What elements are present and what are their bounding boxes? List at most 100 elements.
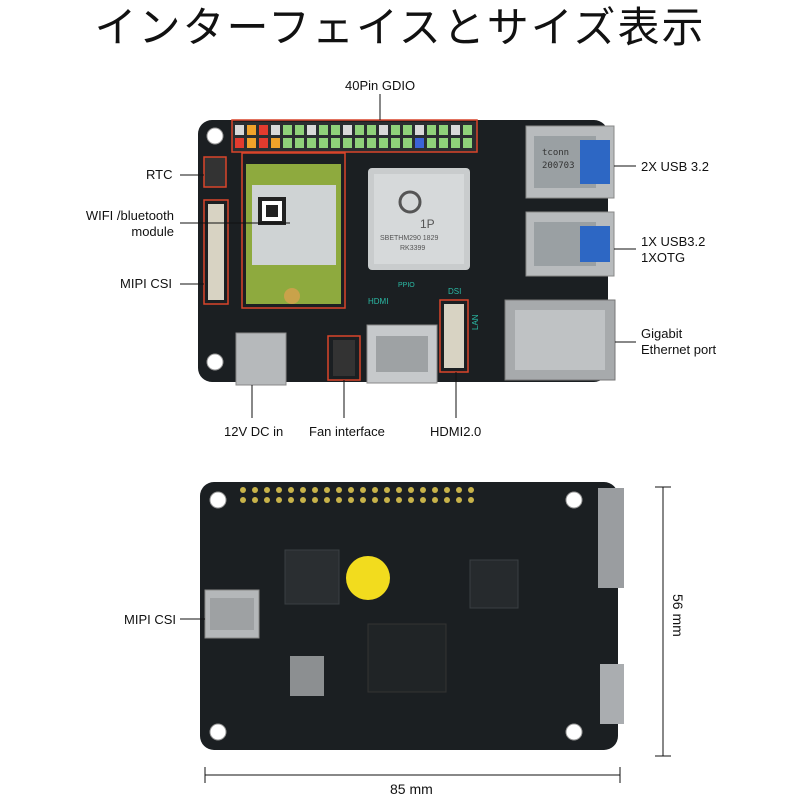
gpio-pin (379, 125, 388, 135)
solder-pad (444, 487, 450, 493)
gpio-pin (391, 125, 400, 135)
gpio-pin (307, 125, 316, 135)
gpio-pin (343, 138, 352, 148)
solder-pad (468, 497, 474, 503)
solder-pad (288, 497, 294, 503)
rtc-connector (203, 156, 227, 188)
solder-pad (348, 487, 354, 493)
solder-pad (336, 497, 342, 503)
solder-pad (276, 487, 282, 493)
label-rtc: RTC (146, 167, 173, 182)
gpio-pin (319, 138, 328, 148)
solder-pad (240, 487, 246, 493)
label-fan: Fan interface (309, 424, 385, 439)
svg-text:RK3399: RK3399 (400, 245, 425, 252)
label-usb32: 2X USB 3.2 (641, 159, 709, 174)
soc-chip: 1P SBETHM290 1829 RK3399 (368, 168, 470, 270)
gpio-pin (379, 138, 388, 148)
gpio-pin (235, 125, 244, 135)
gpio-pin (355, 138, 364, 148)
solder-pad (300, 487, 306, 493)
solder-pad (420, 497, 426, 503)
gpio-pin (367, 138, 376, 148)
usb-otg-port (525, 211, 615, 277)
svg-text:SBETHM290 1829: SBETHM290 1829 (380, 235, 438, 242)
solder-pad (432, 497, 438, 503)
gpio-pin (283, 125, 292, 135)
gpio-pin (415, 125, 424, 135)
solder-pad (372, 487, 378, 493)
dimension-height: 56 mm (670, 594, 686, 637)
gpio-pin (367, 125, 376, 135)
solder-pad (360, 497, 366, 503)
svg-text:DSI: DSI (448, 287, 461, 296)
gpio-pin (271, 138, 280, 148)
leader-lines-top (180, 94, 636, 418)
label-gpio: 40Pin GDIO (345, 78, 416, 93)
svg-text:tconn: tconn (542, 148, 569, 158)
gpio-pin (391, 138, 400, 148)
label-wifi: WIFI /bluetooth module (85, 208, 174, 239)
gpio-pin (331, 125, 340, 135)
usb-ports-top: tconn 200703 (525, 125, 615, 199)
gpio-pin (403, 125, 412, 135)
gpio-pin (427, 125, 436, 135)
label-hdmi: HDMI2.0 (430, 424, 482, 439)
solder-pad (252, 487, 258, 493)
gpio-pin (259, 125, 268, 135)
svg-text:LAN: LAN (471, 314, 480, 330)
solder-pad (372, 497, 378, 503)
solder-pad (312, 497, 318, 503)
yellow-pad (346, 556, 390, 600)
gpio-pin (259, 138, 268, 148)
solder-pad (432, 487, 438, 493)
gpio-pin (439, 138, 448, 148)
label-dc-in: 12V DC in (224, 424, 284, 439)
dimension-width: 85 mm (390, 781, 433, 797)
gpio-pin (295, 138, 304, 148)
solder-pad (324, 497, 330, 503)
solder-pad (312, 487, 318, 493)
solder-pad (264, 497, 270, 503)
svg-text:200703: 200703 (542, 161, 575, 171)
solder-pad (468, 487, 474, 493)
solder-pad (456, 497, 462, 503)
gpio-pin (331, 138, 340, 148)
solder-pad (300, 497, 306, 503)
gpio-pin (235, 138, 244, 148)
gpio-pin (451, 125, 460, 135)
solder-pad (396, 497, 402, 503)
page-title: インターフェイスとサイズ表示 (94, 3, 706, 52)
gpio-pin (463, 138, 472, 148)
solder-pad (288, 487, 294, 493)
gpio-pin (343, 125, 352, 135)
label-ethernet: Gigabit Ethernet port (641, 326, 717, 357)
solder-pad (408, 487, 414, 493)
label-usb-otg: 1X USB3.2 1XOTG (641, 234, 706, 265)
gpio-pin (295, 125, 304, 135)
gpio-pin (451, 138, 460, 148)
solder-pad (360, 487, 366, 493)
solder-pad (408, 497, 414, 503)
gpio-pin (247, 125, 256, 135)
solder-pad (324, 487, 330, 493)
gpio-pin (283, 138, 292, 148)
gpio-pin (307, 138, 316, 148)
svg-text:PPIO: PPIO (398, 282, 415, 289)
solder-pad (348, 497, 354, 503)
solder-pad (264, 487, 270, 493)
solder-pad (252, 497, 258, 503)
gpio-pin (403, 138, 412, 148)
solder-pad (444, 497, 450, 503)
label-mipi-csi-bottom: MIPI CSI (124, 612, 177, 627)
svg-text:1P: 1P (420, 217, 435, 231)
wifi-module (241, 152, 346, 309)
solder-pad (384, 497, 390, 503)
svg-text:HDMI: HDMI (368, 297, 388, 306)
solder-pad (240, 497, 246, 503)
solder-pad (336, 487, 342, 493)
solder-pad (396, 487, 402, 493)
gpio-pin (439, 125, 448, 135)
mipi-csi-connector-top (203, 199, 229, 305)
